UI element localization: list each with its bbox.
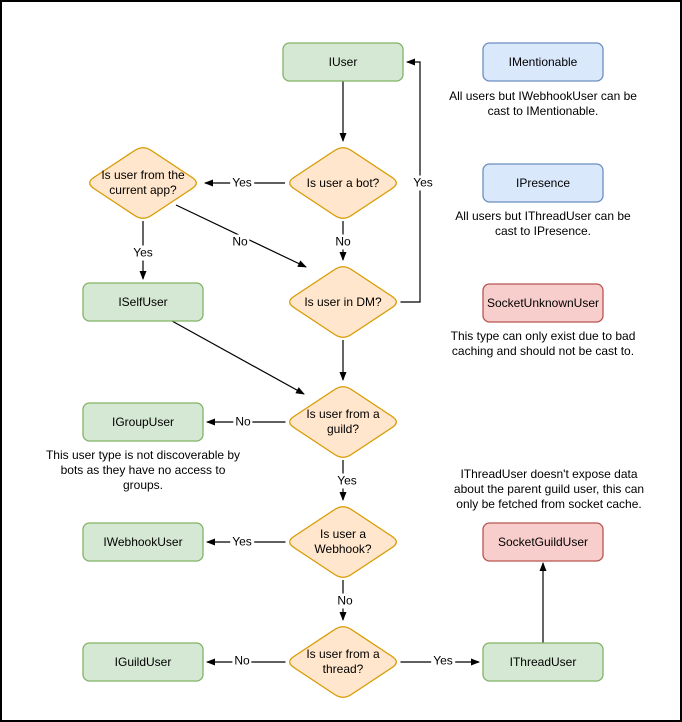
edge-label-dm-yes: Yes [411,175,435,191]
edge-label-thread-no: No [232,653,252,669]
node-socketguilduser-label: SocketGuildUser [497,534,589,549]
edge-label-thread-yes: Yes [431,653,455,669]
decision-iswebhook-label: Is user a Webhook? [314,527,372,556]
edge-label-webhook-yes: Yes [230,534,254,550]
node-ithreaduser-label: IThreadUser [509,654,577,669]
edge-label-app-yes: Yes [131,245,155,261]
edge-label-guild-no: No [233,414,253,430]
edge-label-app-no: No [230,234,250,250]
annotation-presence: All users but IThreadUser can be cast to… [455,209,631,238]
edge-label-webhook-no: No [335,593,355,609]
node-iguilduser-label: IGuildUser [114,654,172,669]
node-iwebhookuser-label: IWebhookUser [103,534,183,549]
node-iuser-label: IUser [328,54,358,69]
edge-label-guild-yes: Yes [335,473,359,489]
decision-isdm-label: Is user in DM? [304,294,382,309]
decision-isthread-label: Is user from a thread? [306,647,380,676]
annotation-socketunknownuser: This type can only exist due to bad cach… [450,329,636,358]
node-ipresence-label: IPresence [515,175,571,190]
node-socketunknownuser-label: SocketUnknownUser [486,295,600,310]
decision-isguild-label: Is user from a guild? [306,407,380,436]
decision-iscurrentapp-label: Is user from the current app? [101,168,185,197]
annotation-mentionable: All users but IWebhookUser can be cast t… [449,89,637,118]
node-igroupuser-label: IGroupUser [111,414,175,429]
node-imentionable-label: IMentionable [508,54,578,69]
edge-label-bot-yes: Yes [230,175,254,191]
decision-isbot-label: Is user a bot? [306,175,380,190]
annotation-igroupuser: This user type is not discoverable by bo… [45,448,241,492]
annotation-ithreaduser: IThreadUser doesn't expose data about th… [453,467,645,511]
node-iselfuser-label: ISelfUser [118,294,168,309]
edge-label-bot-no: No [333,234,353,250]
